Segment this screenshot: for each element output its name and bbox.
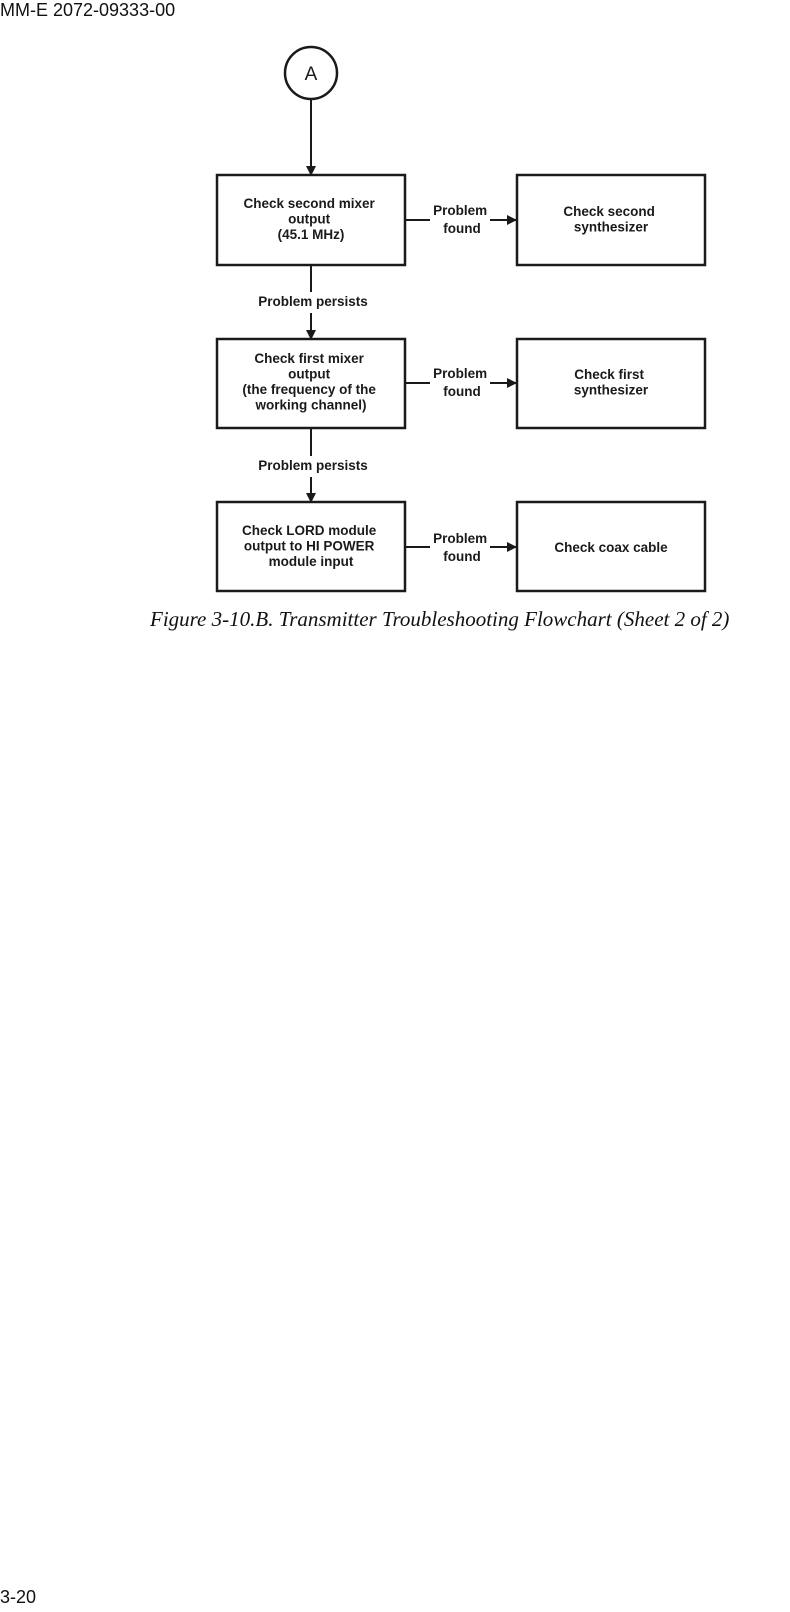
- check-first-mixer-text: Check first mixer output (the frequency …: [242, 351, 379, 413]
- check-second-mixer-box: [215, 173, 407, 267]
- problem-persists-label-1: Problem persists: [258, 294, 368, 309]
- check-first-synth-box: [515, 337, 707, 430]
- troubleshooting-flowchart: A Check second mixer output (45.1 MHz) P…: [215, 45, 707, 593]
- check-lord-module-text: Check LORD module output to HI POWER mod…: [242, 523, 380, 569]
- check-coax-cable-text: Check coax cable: [554, 540, 668, 555]
- connector-a-label: A: [305, 64, 318, 85]
- page-number: 3-20: [0, 1587, 37, 1607]
- problem-found-label-2: Problem found: [433, 366, 491, 399]
- check-first-synth-text: Check first synthesizer: [574, 367, 649, 398]
- check-coax-cable-box: [515, 500, 707, 593]
- problem-found-label-1: Problem found: [433, 203, 491, 236]
- check-lord-module-box: [215, 500, 407, 593]
- check-second-synth-text: Check second synthesizer: [563, 204, 658, 235]
- figure-caption: Figure 3-10.B. Transmitter Troubleshooti…: [150, 607, 730, 631]
- check-second-mixer-text: Check second mixer output (45.1 MHz): [243, 196, 378, 242]
- problem-persists-label-2: Problem persists: [258, 458, 368, 473]
- check-first-mixer-box: [215, 337, 407, 430]
- problem-found-label-3: Problem found: [433, 531, 491, 564]
- check-second-synth-box: [515, 173, 707, 267]
- document-header: MM-E 2072-09333-00: [0, 0, 176, 20]
